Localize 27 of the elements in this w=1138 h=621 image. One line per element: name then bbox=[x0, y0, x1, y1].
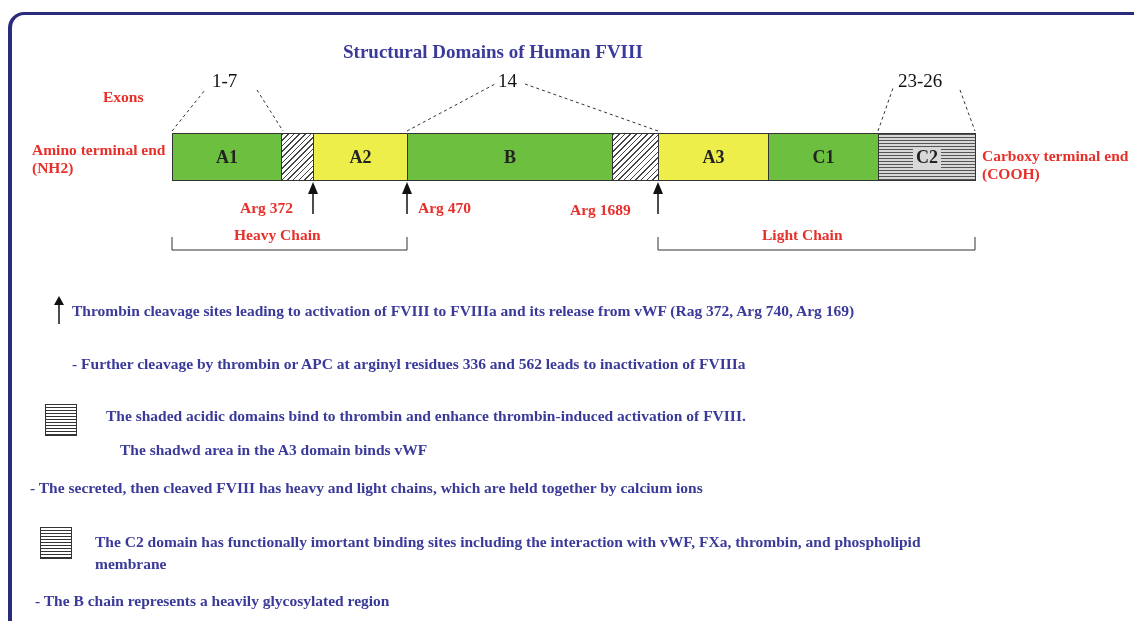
note-text: - The B chain represents a heavily glycosylated region bbox=[35, 592, 390, 610]
hatched-segment bbox=[281, 133, 314, 181]
legend-text: Thrombin cleavage sites leading to activation of FVIII to FVIIIa and its release from vWF (Rag 372, Arg 740, Arg 169) bbox=[72, 302, 855, 320]
chain-label: Heavy Chain bbox=[234, 226, 321, 244]
label: Exons bbox=[103, 88, 144, 106]
domain-segment: B bbox=[407, 133, 613, 181]
note-text: The shadwd area in the A3 domain binds vWF bbox=[120, 441, 428, 459]
cleavage-site-label: Arg 1689 bbox=[570, 201, 631, 219]
chain-label: Light Chain bbox=[762, 226, 843, 244]
domain-segment: A1 bbox=[172, 133, 282, 181]
cleavage-site-label: Arg 470 bbox=[418, 199, 471, 217]
terminal-label: Amino terminal end (NH2) bbox=[32, 141, 167, 177]
terminal-label: Carboxy terminal end (COOH) bbox=[982, 147, 1130, 183]
diagram-title: Structural Domains of Human FVIII bbox=[343, 41, 643, 63]
exon-number: 14 bbox=[498, 70, 517, 92]
domain-segment: A3 bbox=[658, 133, 769, 181]
exon-number: 23-26 bbox=[898, 70, 943, 92]
legend-text: The C2 domain has functionally imortant binding sites including the interaction with vWF, FXa, thrombin, and phospholipid membrane bbox=[95, 532, 922, 574]
striped-segment: C2 bbox=[878, 133, 976, 181]
legend-text: The shaded acidic domains bind to thrombin and enhance thrombin-induced activation of FVIII. bbox=[106, 407, 746, 425]
exon-number: 1-7 bbox=[212, 70, 238, 92]
cleavage-site-label: Arg 372 bbox=[240, 199, 293, 217]
domain-segment: A2 bbox=[313, 133, 408, 181]
note-text: - The secreted, then cleaved FVIII has heavy and light chains, which are held together by calcium ions bbox=[30, 479, 703, 497]
domain-segment: C1 bbox=[768, 133, 879, 181]
note-text: - Further cleavage by thrombin or APC at arginyl residues 336 and 562 leads to inactivation of FVIIIa bbox=[72, 355, 746, 373]
hatched-segment bbox=[612, 133, 659, 181]
